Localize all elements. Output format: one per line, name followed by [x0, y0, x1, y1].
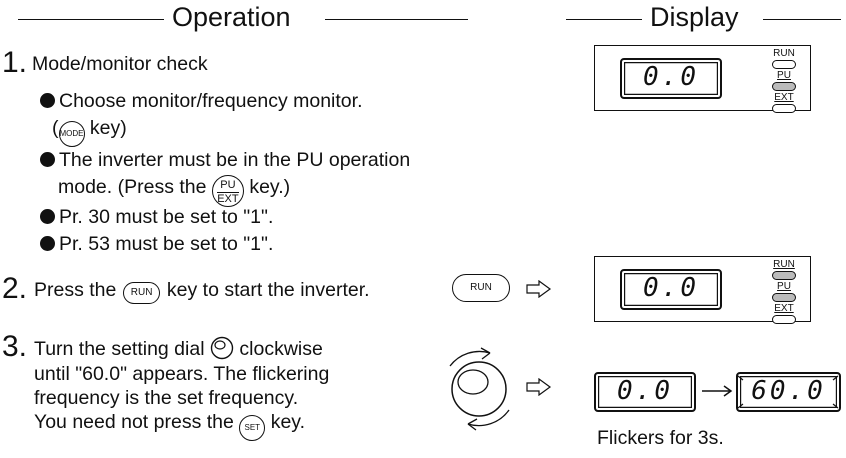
bullet1-text: Choose monitor/frequency monitor. [59, 90, 363, 112]
operation-rule-left [18, 19, 164, 20]
step1-number: 1. [2, 46, 28, 79]
lamp-ext-icon [772, 104, 796, 113]
step1-bullet2: The inverter must be in the PU operation [40, 148, 410, 172]
bullet-dot [40, 236, 55, 251]
display-panel-2: 0.0 RUN PU EXT [594, 256, 811, 325]
bullet-dot [40, 209, 55, 224]
step3-line1-post: clockwise [233, 338, 323, 360]
step3-line4-post: key. [265, 411, 306, 433]
lamp-run-icon [772, 60, 796, 69]
lamp-pu-icon [772, 82, 796, 91]
bullet2-text: The inverter must be in the PU operation [59, 149, 411, 171]
run-key-icon: RUN [452, 274, 510, 302]
bullet-dot [40, 93, 55, 108]
lcd-readout-2: 0.0 [620, 269, 722, 310]
bullet4-text: Pr. 53 must be set to "1". [59, 233, 274, 255]
bullet-dot [40, 152, 55, 167]
step3-line4: You need not press the SET key. [34, 410, 305, 441]
step2-number: 2. [2, 272, 28, 305]
rotating-dial-icon [449, 347, 510, 431]
right-arrow-icon [526, 280, 552, 298]
operation-rule-right [325, 19, 468, 20]
display-panel-1: 0.0 RUN PU EXT [594, 45, 811, 114]
step3-line4-pre: You need not press the [34, 411, 240, 433]
lamp-ext-icon [772, 315, 796, 324]
step1-bullet4: Pr. 53 must be set to "1". [40, 232, 273, 256]
step1-bullet3: Pr. 30 must be set to "1". [40, 205, 273, 229]
status-lamps-2: RUN PU EXT [771, 259, 797, 325]
lcd-readout-after: 60.0 [736, 372, 841, 412]
pu-ext-key-top: PU [216, 179, 239, 193]
lamp-label-ext: EXT [774, 92, 794, 103]
step1-title: Mode/monitor check [32, 53, 208, 75]
bullet2-pre: mode. (Press the [58, 176, 212, 198]
bullet3-text: Pr. 30 must be set to "1". [59, 206, 274, 228]
lamp-label-pu: PU [777, 70, 791, 81]
display-rule-left [566, 19, 642, 20]
lamp-label-run: RUN [773, 48, 795, 59]
step3-line3: frequency is the set frequency. [34, 387, 299, 409]
step2-text-post: key to start the inverter. [161, 279, 370, 301]
lcd-readout-1: 0.0 [620, 58, 722, 99]
step2-text: Press the RUN key to start the inverter. [34, 278, 370, 304]
flicker-note: Flickers for 3s. [597, 427, 724, 449]
lamp-label-ext: EXT [774, 303, 794, 314]
step2-text-pre: Press the [34, 279, 122, 301]
display-header: Display [650, 2, 739, 32]
lcd-readout-before: 0.0 [594, 372, 696, 412]
display-rule-right [763, 19, 841, 20]
step3-number: 3. [2, 330, 28, 363]
lamp-label-pu: PU [777, 281, 791, 292]
pu-ext-key-bottom: EXT [217, 193, 239, 205]
set-key-icon: SET [239, 415, 266, 441]
lamp-pu-icon [772, 293, 796, 302]
lamp-label-run: RUN [773, 259, 795, 270]
bullet1-key-text: key) [84, 117, 127, 139]
run-key-icon: RUN [122, 282, 161, 304]
paren-open: ( [52, 117, 59, 139]
bullet2-post: key.) [243, 176, 291, 198]
setting-dial-icon [210, 336, 234, 360]
status-lamps-1: RUN PU EXT [771, 48, 797, 114]
step1-bullet1: Choose monitor/frequency monitor. [40, 89, 363, 113]
step3-line2: until "60.0" appears. The flickering [34, 363, 330, 385]
mode-key-icon: MODE [58, 121, 85, 147]
step3-line1: Turn the setting dial clockwise [34, 336, 323, 361]
step1-bullet1-line2: (MODE key) [52, 116, 127, 147]
flicker-marks-icon [737, 375, 839, 409]
step3-line1-pre: Turn the setting dial [34, 338, 210, 360]
operation-header: Operation [172, 2, 291, 32]
lamp-run-icon [772, 271, 796, 280]
right-arrow-icon [526, 378, 552, 396]
right-arrow-icon [702, 385, 733, 397]
